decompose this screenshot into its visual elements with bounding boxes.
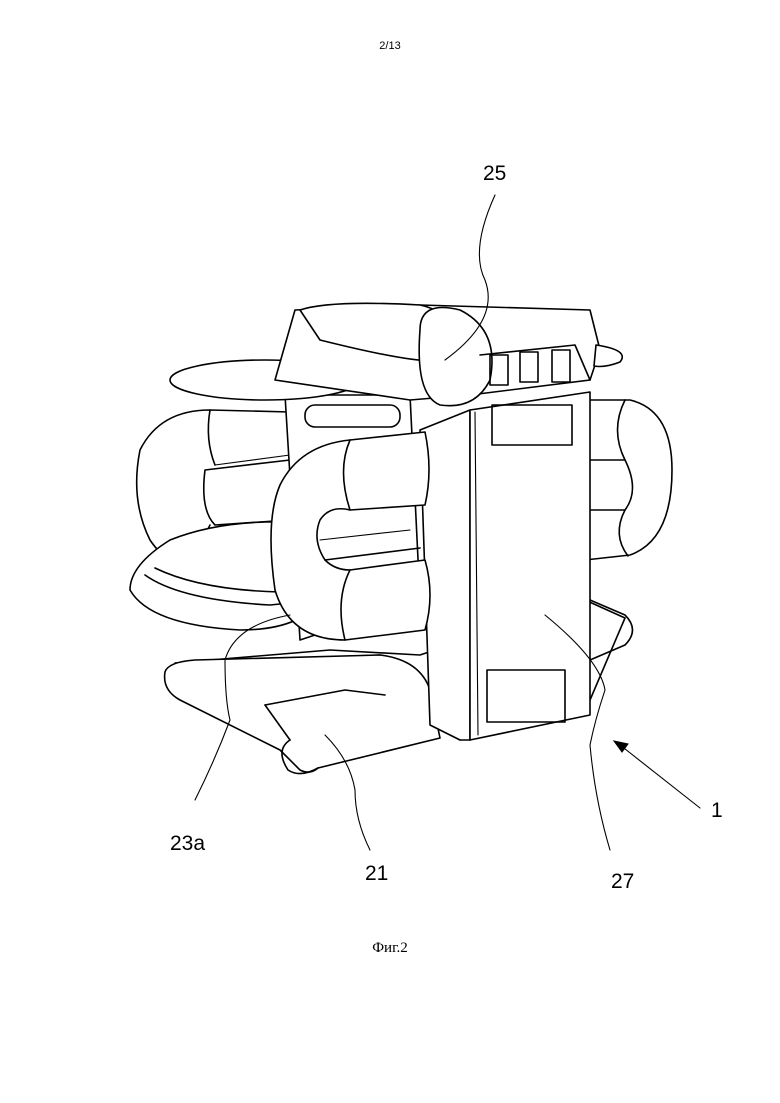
ref-label-25: 25 [483,162,506,185]
ref-label-21: 21 [365,862,388,885]
ref-label-23a: 23a [170,832,205,855]
leader-1 [620,745,700,808]
ref-label-1: 1 [711,799,723,822]
ref-label-27: 27 [611,870,634,893]
front-panel [420,392,590,740]
right-tube-loop [585,400,672,560]
top-housing [170,303,622,405]
figure-caption: Фиг.2 [0,940,780,957]
arrowhead-1 [614,741,628,752]
